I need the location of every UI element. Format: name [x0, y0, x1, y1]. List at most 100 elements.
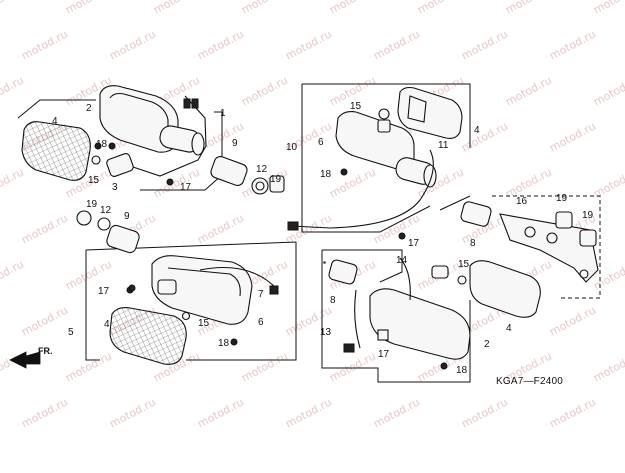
- watermark-text: motod.ru: [195, 395, 246, 430]
- watermark-text: motod.ru: [19, 27, 70, 62]
- front-direction-arrow: FR.: [9, 346, 53, 369]
- watermark-text: motod.ru: [415, 0, 466, 17]
- watermark-text: motod.ru: [151, 165, 202, 200]
- watermark-layer: motod.ru motod.ru motod.ru motod.ru motod.ru…: [0, 0, 625, 431]
- callout-3: 3: [112, 182, 118, 193]
- watermark-text: motod.ru: [327, 0, 378, 17]
- callout-18: 18: [96, 139, 108, 150]
- watermark-text: motod.ru: [19, 303, 70, 338]
- watermark-text: motod.ru: [0, 73, 26, 108]
- callout-9: 9: [124, 211, 130, 222]
- callout-6: 6: [318, 137, 324, 148]
- watermark-text: motod.ru: [283, 395, 334, 430]
- callout-10: 10: [286, 142, 298, 153]
- watermark-text: motod.ru: [547, 27, 598, 62]
- callouts: 1 2 2 3 4 4 4 4 5 6 6 7 8 8 9 9 10 11 12…: [52, 101, 594, 376]
- front-left-winker-assembly: [17, 85, 285, 195]
- watermark-text: motod.ru: [0, 165, 26, 200]
- callout-2: 2: [484, 339, 490, 350]
- watermark-text: motod.ru: [239, 0, 290, 17]
- watermark-text: motod.ru: [195, 27, 246, 62]
- watermark-text: motod.ru: [459, 395, 510, 430]
- watermark-text: motod.ru: [371, 395, 422, 430]
- watermark-text: motod.ru: [0, 257, 26, 292]
- fasteners: [94, 142, 448, 370]
- callout-12: 12: [256, 164, 268, 175]
- diagram-code: KGA7—F2400: [496, 376, 563, 387]
- watermark-text: motod.ru: [195, 211, 246, 246]
- rubber-mount: [210, 155, 248, 187]
- callout-12: 12: [100, 205, 112, 216]
- watermark-text: motod.ru: [591, 0, 625, 17]
- callout-8: 8: [330, 295, 336, 306]
- watermark-text: motod.ru: [151, 0, 202, 17]
- rear-winker-lens: [397, 86, 463, 139]
- watermark-text: motod.ru: [459, 27, 510, 62]
- watermark-text: motod.ru: [239, 73, 290, 108]
- direction-label: FR.: [38, 346, 53, 356]
- callout-17: 17: [180, 182, 192, 193]
- callout-15: 15: [198, 318, 210, 329]
- callout-13: 13: [320, 327, 332, 338]
- front-right-winker-lens: [109, 307, 187, 365]
- watermark-text: motod.ru: [547, 119, 598, 154]
- watermark-text: motod.ru: [283, 27, 334, 62]
- watermark-text: motod.ru: [0, 0, 26, 17]
- callout-15: 15: [350, 101, 362, 112]
- watermark-text: motod.ru: [19, 211, 70, 246]
- callout-15: 15: [88, 175, 100, 186]
- callout-18: 18: [456, 365, 468, 376]
- callout-18: 18: [218, 338, 230, 349]
- callout-7: 7: [258, 289, 264, 300]
- watermark-text: motod.ru: [547, 303, 598, 338]
- watermark-text: motod.ru: [591, 349, 625, 384]
- watermark-text: motod.ru: [239, 349, 290, 384]
- callout-4: 4: [52, 116, 58, 127]
- watermark-text: motod.ru: [327, 349, 378, 384]
- callout-2: 2: [86, 103, 92, 114]
- callout-17: 17: [408, 238, 420, 249]
- front-right-winker-assembly: [76, 210, 297, 365]
- watermark-text: motod.ru: [503, 0, 554, 17]
- watermark-text: motod.ru: [107, 27, 158, 62]
- rear-winker-bracket: [323, 195, 601, 299]
- watermark-text: motod.ru: [63, 349, 114, 384]
- watermark-text: motod.ru: [63, 0, 114, 17]
- rear-left-winker-lens: [469, 260, 541, 318]
- callout-4: 4: [104, 319, 110, 330]
- callout-11: 11: [438, 140, 449, 151]
- watermark-text: motod.ru: [371, 27, 422, 62]
- watermark-text: motod.ru: [327, 165, 378, 200]
- callout-19: 19: [556, 193, 568, 204]
- watermark-text: motod.ru: [503, 165, 554, 200]
- callout-17: 17: [378, 349, 390, 360]
- callout-4: 4: [506, 323, 512, 334]
- callout-19: 19: [270, 174, 282, 185]
- watermark-text: motod.ru: [107, 395, 158, 430]
- callout-18: 18: [320, 169, 332, 180]
- callout-4: 4: [474, 125, 480, 136]
- callout-8: 8: [470, 238, 476, 249]
- callout-17: 17: [98, 286, 110, 297]
- callout-16: 16: [516, 196, 528, 207]
- callout-19: 19: [582, 210, 594, 221]
- watermark-text: motod.ru: [459, 119, 510, 154]
- callout-9: 9: [232, 138, 238, 149]
- watermark-text: motod.ru: [547, 395, 598, 430]
- callout-15: 15: [458, 259, 470, 270]
- watermark-text: motod.ru: [591, 73, 625, 108]
- rear-right-winker-assembly: [287, 83, 471, 233]
- watermark-text: motod.ru: [591, 165, 625, 200]
- watermark-text: motod.ru: [503, 73, 554, 108]
- callout-6: 6: [258, 317, 264, 328]
- winker-lens: [21, 121, 91, 181]
- callout-5: 5: [68, 327, 74, 338]
- callout-19: 19: [86, 199, 98, 210]
- watermark-text: motod.ru: [19, 395, 70, 430]
- callout-1: 1: [220, 108, 226, 119]
- rear-left-winker-assembly: [321, 249, 541, 383]
- callout-14: 14: [396, 255, 408, 266]
- front-right-winker-housing: [151, 255, 253, 325]
